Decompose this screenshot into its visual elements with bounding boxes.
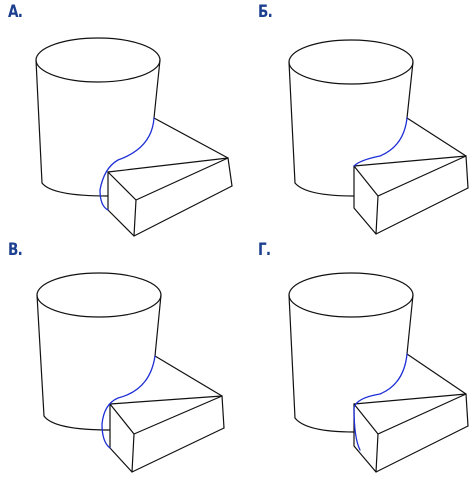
cylinder-base-g [294, 417, 355, 433]
cylinder-right-edge-g [406, 294, 414, 355]
cylinder-right-edge-v [154, 294, 162, 357]
panel-v: В. [0, 238, 235, 476]
block-side-b [353, 165, 377, 235]
panel-label-a: А. [8, 2, 23, 22]
panel-b: Б. [250, 0, 470, 238]
cylinder-right-edge-a [153, 59, 161, 119]
cylinder-top-g [288, 272, 414, 318]
panel-a: А. [0, 0, 235, 238]
cylinder-left-edge-g [288, 294, 296, 419]
block-bottom-a [133, 185, 233, 237]
block-side-g [353, 403, 377, 473]
block-bottom-v [131, 427, 225, 473]
block-front-v [109, 395, 223, 435]
cylinder-left-edge-v [36, 294, 45, 417]
panel-label-v: В. [8, 240, 23, 260]
cylinder-base-v [43, 415, 111, 431]
block-bottom-g [375, 425, 469, 473]
block-side-a [107, 171, 135, 237]
block-bottom-b [375, 187, 469, 235]
block-top-v [109, 355, 223, 405]
cylinder-base-b [294, 182, 355, 197]
cylinder-left-edge-b [288, 61, 296, 184]
drawing-v [36, 272, 225, 473]
block-front-b [353, 155, 467, 197]
panel-label-b: Б. [258, 2, 273, 22]
intersection-curve-a [99, 117, 155, 211]
cylinder-top-v [36, 272, 162, 318]
intersection-curve-g [353, 353, 408, 451]
block-corner-g [465, 393, 469, 427]
cylinder-right-edge-b [406, 61, 414, 119]
panel-g: Г. [250, 238, 470, 476]
block-corner-v [221, 395, 225, 429]
block-corner-b [465, 155, 469, 189]
block-front-a [107, 157, 229, 201]
cylinder-base-a [41, 182, 109, 197]
block-side-v [109, 403, 133, 473]
intersection-curve-b [353, 117, 408, 167]
cylinder-top-b [288, 39, 414, 85]
block-top-a [107, 117, 229, 173]
block-front-g [353, 393, 467, 435]
drawing-g [288, 272, 469, 473]
drawing-a [35, 37, 233, 237]
cylinder-top-a [35, 37, 161, 83]
panel-label-g: Г. [258, 240, 271, 260]
drawing-b [288, 39, 469, 235]
cylinder-left-edge-a [35, 59, 43, 184]
intersection-curve-v [101, 355, 156, 449]
block-corner-a [227, 157, 233, 187]
